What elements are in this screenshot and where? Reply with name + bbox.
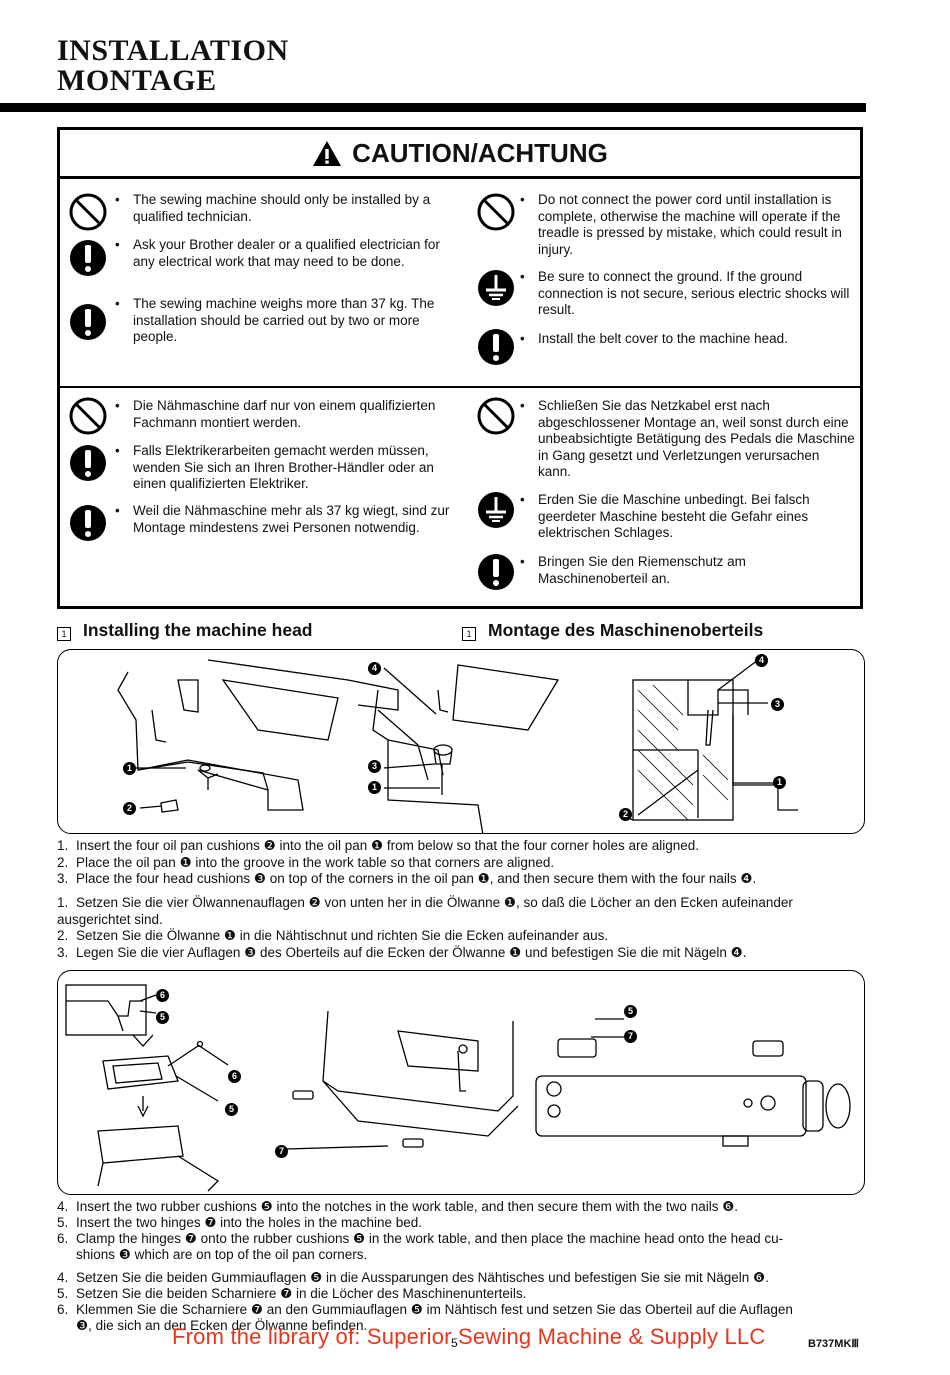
- figure-hinges: 6 5 6 5 7 5 7: [57, 970, 865, 1195]
- callout-7: 7: [275, 1145, 288, 1158]
- callout-5: 5: [156, 1011, 169, 1024]
- steps-de-4to6: 4.Setzen Sie die beiden Gummiauflagen ❺ …: [57, 1270, 793, 1333]
- callout-5: 5: [225, 1103, 238, 1116]
- header-rule: [0, 103, 866, 112]
- callout-2: 2: [619, 808, 632, 821]
- mandatory-action-icon: [478, 329, 514, 365]
- caution-title: CAUTION/ACHTUNG: [352, 137, 608, 168]
- warning-triangle-icon: [313, 140, 342, 166]
- callout-4: 4: [368, 662, 381, 675]
- ground-icon: [478, 492, 514, 528]
- prohibition-icon: [477, 397, 515, 435]
- callout-3: 3: [771, 698, 784, 711]
- caution-box: CAUTION/ACHTUNG •The sewing machine shou…: [57, 127, 863, 609]
- callout-2: 2: [123, 802, 136, 815]
- callout-6: 6: [156, 989, 169, 1002]
- ground-icon: [478, 270, 514, 306]
- callout-7: 7: [624, 1030, 637, 1043]
- oil-pan-illustration: [117, 659, 798, 836]
- mandatory-action-icon: [70, 505, 106, 541]
- callout-1: 1: [368, 781, 381, 794]
- mandatory-action-icon: [70, 445, 106, 481]
- prohibition-icon: [69, 193, 107, 231]
- mandatory-action-icon: [70, 240, 106, 276]
- callout-3: 3: [368, 760, 381, 773]
- title-line-2: MONTAGE: [57, 64, 217, 97]
- callout-1: 1: [773, 776, 786, 789]
- page-title: INSTALLATION MONTAGE: [57, 36, 289, 96]
- callout-5: 5: [624, 1005, 637, 1018]
- prohibition-icon: [69, 397, 107, 435]
- caution-header: CAUTION/ACHTUNG: [60, 130, 860, 179]
- title-line-1: INSTALLATION: [57, 34, 289, 67]
- mandatory-action-icon: [70, 304, 106, 340]
- figure-oil-pan: 1 2 4 3 1 4 3 1 2: [57, 649, 865, 836]
- callout-1: 1: [123, 762, 136, 775]
- mandatory-action-icon: [478, 554, 514, 590]
- hinge-illustration: [65, 984, 851, 1192]
- caution-divider: [60, 386, 860, 388]
- callout-6: 6: [228, 1070, 241, 1083]
- prohibition-icon: [477, 193, 515, 231]
- steps-de-1to3: 1.Setzen Sie die vier Ölwannenauflagen ❷…: [57, 895, 793, 960]
- library-watermark: From the library of: Superior Sewing Mac…: [172, 1324, 766, 1349]
- steps-en-4to6: 4.Insert the two rubber cushions ❺ into …: [57, 1199, 784, 1262]
- page-number: 5: [451, 1336, 458, 1350]
- model-code: B737MKⅢ: [808, 1338, 859, 1350]
- steps-en-1to3: 1.Insert the four oil pan cushions ❷ int…: [57, 838, 757, 886]
- callout-4: 4: [755, 654, 768, 667]
